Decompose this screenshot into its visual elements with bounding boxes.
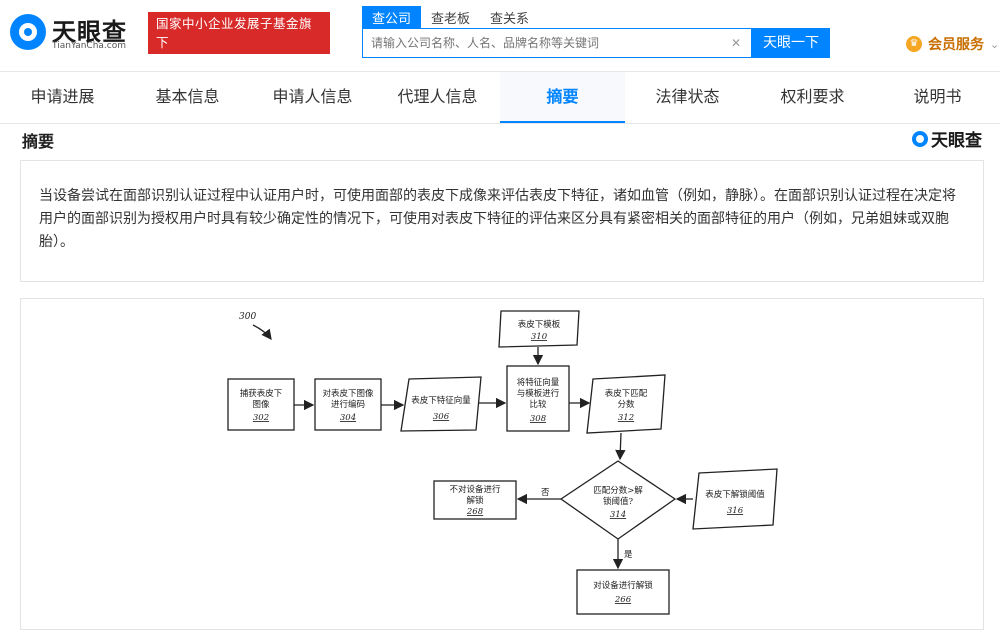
- node-302-line2: 图像: [252, 399, 270, 410]
- figure-ref-label: 300: [239, 312, 256, 322]
- tab-agent-info[interactable]: 代理人信息: [397, 87, 478, 106]
- node-268-line1: 不对设备进行: [449, 484, 501, 495]
- node-304-box: [314, 378, 382, 431]
- search-type-tabs: 查公司 查老板 查关系: [362, 6, 539, 28]
- logo-eye-icon: [10, 14, 46, 50]
- tab-application-progress[interactable]: 申请进展: [30, 87, 95, 106]
- figure-ref-arrow: [252, 324, 272, 341]
- node-306-shape: [400, 376, 482, 432]
- main-content: 摘要 天眼查 当设备尝试在面部识别认证过程中认证用户时，可使用面部的表皮下成像来…: [0, 124, 1000, 642]
- top-header: 天眼查 TianYanCha.com 国家中小企业发展子基金旗下 官方备案企业征…: [0, 0, 1000, 72]
- tab-applicant-info[interactable]: 申请人信息: [272, 87, 353, 106]
- node-312-shape: [586, 374, 666, 434]
- yes-branch-label: 是: [624, 550, 633, 560]
- node-306-num: 306: [433, 412, 450, 422]
- node-268-num: 268: [466, 507, 484, 517]
- node-310-line1: 表皮下模板: [518, 319, 561, 330]
- search-tab-company[interactable]: 查公司: [362, 6, 422, 28]
- node-268-line2: 解锁: [466, 495, 484, 506]
- arrow-312-314: [615, 432, 626, 461]
- patent-figure: 300 捕获表皮下 图像 302 对表皮下图像 进行编码 304 表皮下特征向量…: [20, 298, 984, 630]
- no-branch-label: 否: [541, 488, 550, 498]
- node-266-line1: 对设备进行解锁: [593, 580, 653, 591]
- node-316-shape: [692, 468, 778, 530]
- node-308-line3: 比较: [529, 399, 547, 410]
- tab-description[interactable]: 说明书: [913, 87, 962, 106]
- flowchart-diagram: 300 捕获表皮下 图像 302 对表皮下图像 进行编码 304 表皮下特征向量…: [227, 310, 778, 615]
- logo-text: 天眼查: [52, 18, 127, 46]
- node-302-box: [227, 378, 295, 431]
- node-312-line2: 分数: [617, 399, 635, 410]
- abstract-text: 当设备尝试在面部识别认证过程中认证用户时，可使用面部的表皮下成像来评估表皮下特征…: [20, 160, 984, 282]
- node-314-line2: 锁阈值?: [603, 496, 634, 507]
- node-312-num: 312: [618, 413, 634, 423]
- gov-badge-line1: 国家中小企业发展子基金旗下: [156, 16, 313, 50]
- chevron-down-icon: ⌄: [990, 37, 1000, 51]
- node-302-line1: 捕获表皮下: [240, 388, 283, 399]
- patent-nav-tabs: 申请进展 基本信息 申请人信息 代理人信息 摘要 法律状态 权利要求 说明书: [0, 72, 1000, 124]
- tab-legal-status[interactable]: 法律状态: [655, 87, 720, 106]
- node-304-line1: 对表皮下图像: [322, 388, 374, 399]
- node-310-num: 310: [531, 332, 548, 342]
- node-308-line2: 与模板进行: [517, 388, 560, 399]
- search-tab-boss[interactable]: 查老板: [431, 12, 471, 27]
- search-button[interactable]: 天眼一下: [752, 28, 830, 58]
- node-266-box: [576, 569, 670, 615]
- government-badge: 国家中小企业发展子基金旗下 官方备案企业征信机构: [148, 12, 330, 69]
- node-306-line1: 表皮下特征向量: [411, 395, 471, 406]
- tab-abstract[interactable]: 摘要: [500, 72, 625, 123]
- node-316-num: 316: [727, 506, 744, 516]
- node-314-num: 314: [610, 510, 626, 520]
- node-314-line1: 匹配分数>解: [593, 485, 643, 496]
- node-308-box: [506, 365, 570, 432]
- vip-service-menu[interactable]: ♛ 会员服务 ⌄: [906, 34, 999, 54]
- clear-icon[interactable]: ✕: [730, 36, 741, 50]
- brand-text: 天眼查: [931, 131, 982, 151]
- search-box: ✕: [362, 28, 752, 58]
- search-input[interactable]: [363, 29, 718, 57]
- section-title: 摘要: [22, 132, 55, 151]
- node-308-line1: 将特征向量: [517, 377, 560, 388]
- node-302-num: 302: [253, 413, 269, 423]
- logo-domain: TianYanCha.com: [52, 41, 127, 51]
- brand-eye-icon: [912, 130, 928, 147]
- tianyancha-logo[interactable]: 天眼查 TianYanCha.com: [10, 10, 140, 54]
- node-304-line2: 进行编码: [331, 399, 365, 410]
- node-316-line1: 表皮下解锁阈值: [705, 489, 765, 500]
- search-tab-relation[interactable]: 查关系: [490, 12, 530, 27]
- vip-service-label: 会员服务: [928, 37, 984, 53]
- brand-watermark: 天眼查: [912, 126, 982, 151]
- crown-icon: ♛: [906, 36, 922, 52]
- node-308-num: 308: [530, 414, 547, 424]
- node-266-num: 266: [614, 595, 632, 605]
- node-312-line1: 表皮下匹配: [605, 388, 648, 399]
- tab-claims[interactable]: 权利要求: [780, 87, 845, 106]
- node-268-box: [433, 480, 517, 520]
- tab-basic-info[interactable]: 基本信息: [155, 87, 220, 106]
- node-304-num: 304: [340, 413, 356, 423]
- node-310-shape: [498, 310, 580, 348]
- gov-badge-line2: 官方备案企业征信机构: [156, 54, 287, 69]
